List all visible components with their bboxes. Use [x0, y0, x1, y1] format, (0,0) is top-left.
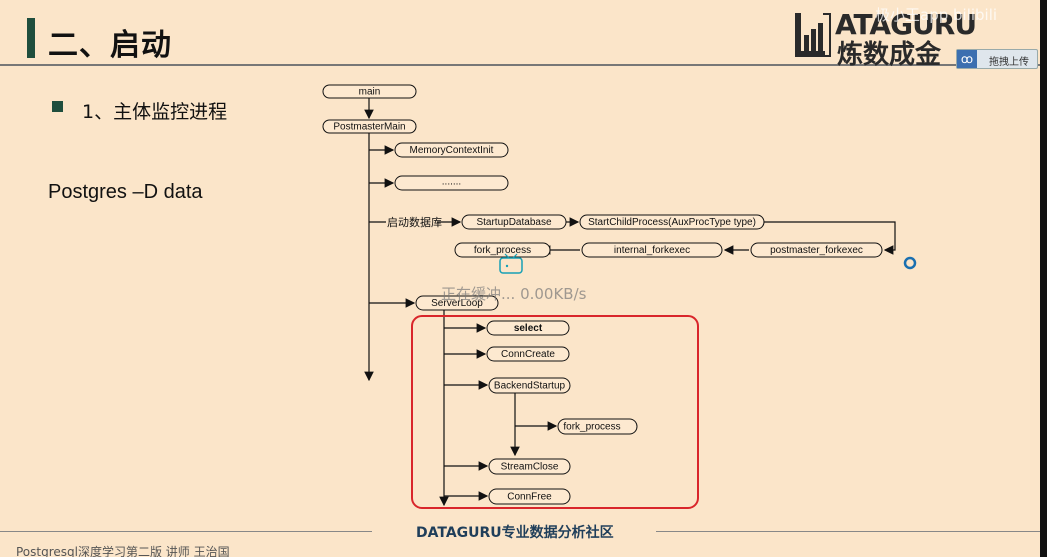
node-fork-process: fork_process	[454, 242, 551, 258]
footer-course-info: Postgresql深度学习第二版 讲师 王治国	[16, 545, 230, 557]
title-divider	[0, 64, 1040, 66]
node-fork-process-2-label: fork_process	[563, 422, 620, 433]
logo-chinese: 炼数成金	[837, 40, 942, 70]
upload-label: 拖拽上传	[989, 57, 1029, 68]
node-postmaster-main-label: PostmasterMain	[333, 122, 405, 133]
node-start-child-process: StartChildProcess(AuxProcType type)	[579, 214, 765, 230]
window-edge	[1040, 0, 1047, 557]
bullet-square-icon	[52, 101, 63, 112]
footer-brand: DATAGURU专业数据分析社区	[416, 525, 614, 541]
node-select: select	[486, 320, 570, 336]
node-backend-startup-label: BackendStartup	[494, 381, 566, 392]
tv-icon[interactable]	[499, 253, 523, 274]
node-internal-forkexec: internal_forkexec	[581, 242, 723, 258]
loading-ring-icon	[903, 256, 917, 270]
node-server-loop-label: ServerLoop	[431, 298, 483, 309]
buffering-speed-text: 正在缓冲... 0.00KB/s	[441, 285, 587, 303]
highlight-box	[411, 315, 699, 509]
node-conn-free-label: ConnFree	[507, 492, 552, 503]
node-conn-free: ConnFree	[488, 488, 571, 505]
node-conn-create: ConnCreate	[486, 346, 570, 362]
command-text: Postgres –D data	[48, 181, 203, 203]
footer-divider-right	[656, 531, 1040, 532]
node-stream-close: StreamClose	[488, 458, 571, 475]
drag-upload-button[interactable]: ꝏ 拖拽上传	[956, 49, 1038, 69]
footer-divider-left	[0, 531, 372, 532]
node-internal-forkexec-label: internal_forkexec	[614, 245, 690, 256]
node-memory-context-init-label: MemoryContextInit	[410, 145, 494, 156]
logo-wordmark: ATAGURU	[835, 8, 977, 41]
node-startup-database: StartupDatabase	[461, 214, 567, 230]
node-server-loop: ServerLoop	[415, 295, 499, 311]
video-watermark: 极小王app bilibili	[875, 6, 998, 24]
node-conn-create-label: ConnCreate	[501, 349, 555, 360]
node-fork-process-2: fork_process	[557, 418, 638, 435]
node-ellipsis: .......	[394, 175, 509, 191]
node-start-child-process-label: StartChildProcess(AuxProcType type)	[588, 217, 756, 228]
bullet-text: 1、主体监控进程	[82, 101, 228, 123]
node-backend-startup: BackendStartup	[488, 377, 571, 394]
node-ellipsis-label: .......	[442, 177, 461, 188]
node-startup-database-label: StartupDatabase	[476, 217, 551, 228]
node-main: main	[322, 84, 417, 99]
node-main-label: main	[359, 87, 381, 98]
node-stream-close-label: StreamClose	[501, 462, 559, 473]
node-memory-context-init: MemoryContextInit	[394, 142, 509, 158]
node-select-label: select	[514, 323, 543, 334]
process-flow-diagram: main PostmasterMain MemoryContextInit ..…	[322, 84, 917, 509]
node-fork-process-label: fork_process	[474, 245, 531, 256]
dataguru-logo: ATAGURU 炼数成金	[795, 8, 985, 70]
title-accent-bar	[27, 18, 35, 58]
slide-title: 二、启动	[48, 28, 172, 63]
upload-icon: ꝏ	[957, 50, 977, 68]
node-postmaster-main: PostmasterMain	[322, 119, 417, 134]
node-postmaster-forkexec: postmaster_forkexec	[750, 242, 883, 258]
node-postmaster-forkexec-label: postmaster_forkexec	[770, 245, 863, 256]
start-database-label: 启动数据库	[387, 215, 442, 229]
logo-bars-icon	[795, 13, 831, 57]
